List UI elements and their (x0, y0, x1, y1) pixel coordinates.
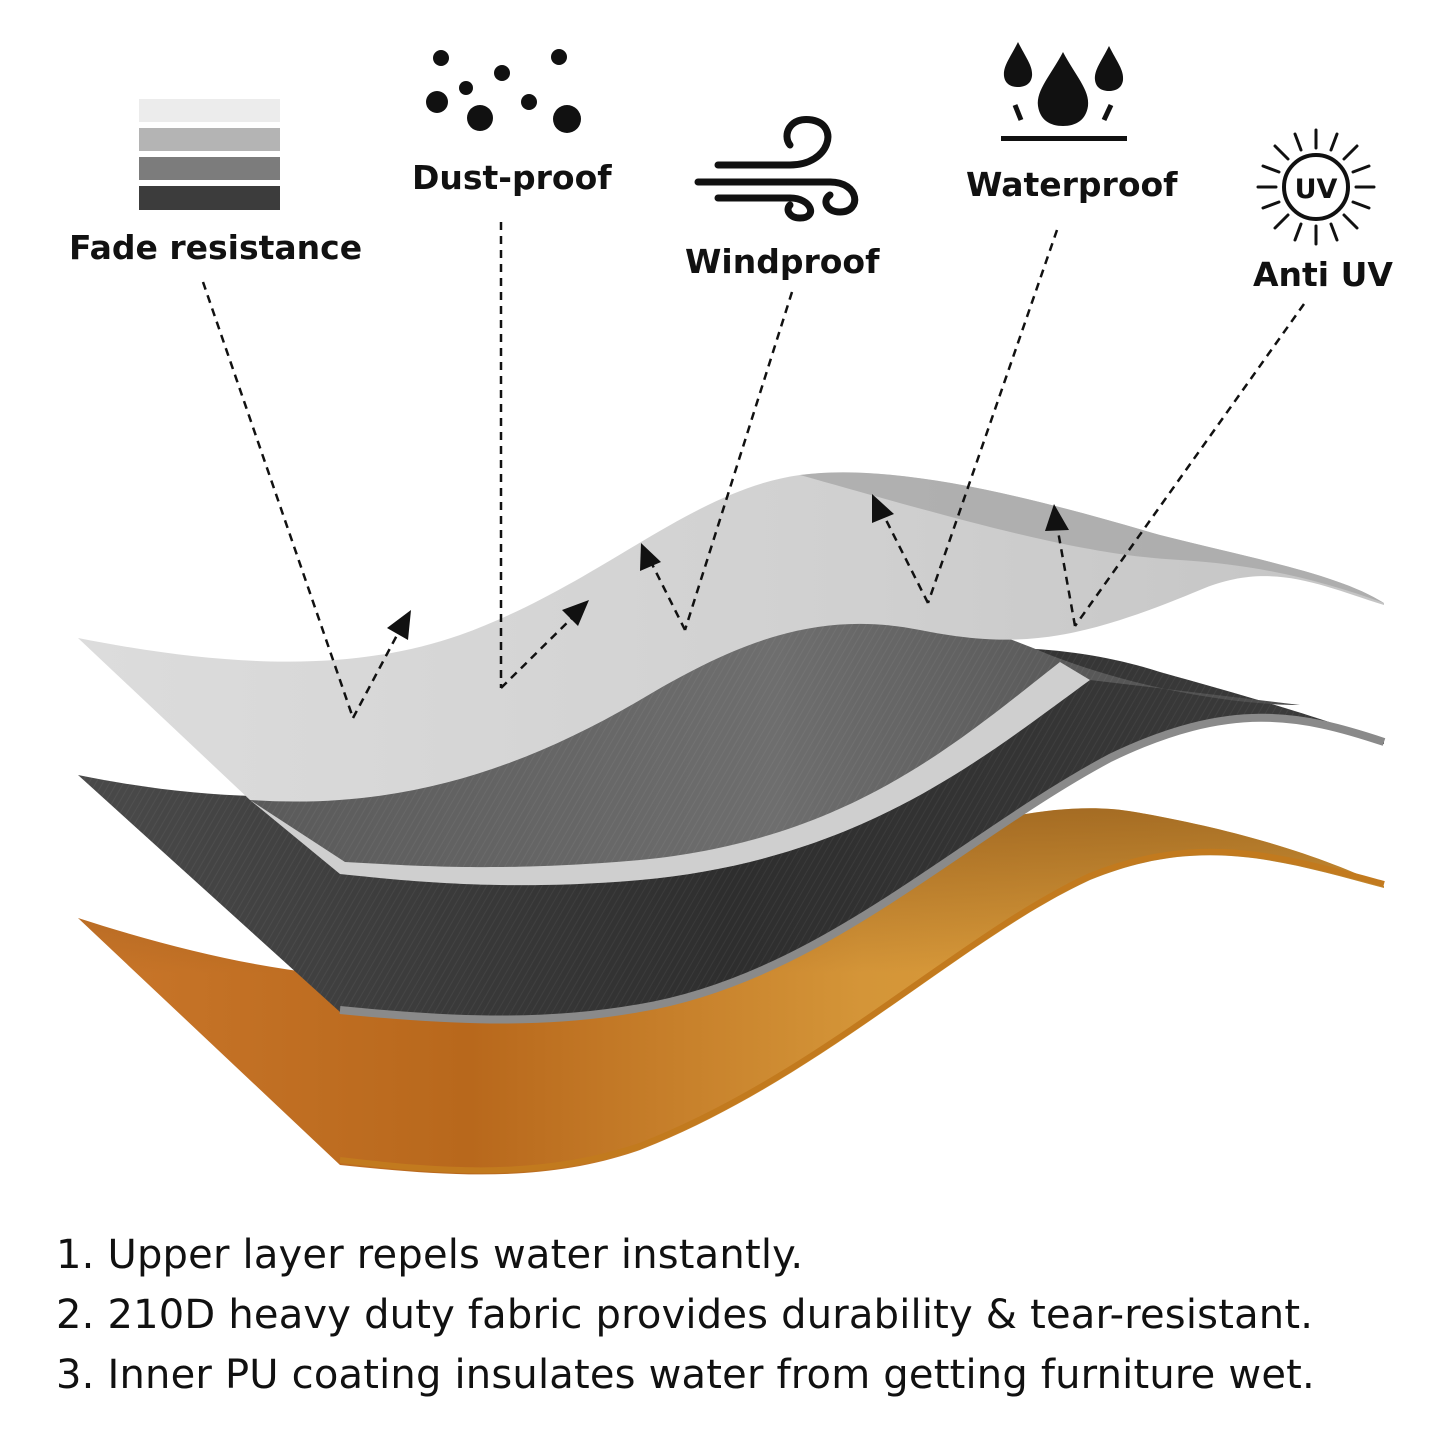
waterproof-label: Waterproof (966, 165, 1178, 204)
wind-icon (694, 116, 859, 222)
uv-arrowhead (1045, 504, 1069, 531)
pointer-lines (201, 222, 1306, 719)
dust-arrowhead (562, 600, 589, 626)
color-swatch-stack-icon (139, 99, 280, 210)
uv-reflect-arrow (1051, 515, 1077, 627)
water-arrowhead (872, 494, 894, 523)
description-line-1: 1. Upper layer repels water instantly. (56, 1232, 804, 1278)
water-drops-icon (1001, 42, 1127, 141)
pu-coating-layer (78, 808, 1385, 1175)
wind-arrowhead (640, 543, 661, 571)
water-reflect-arrow (877, 503, 930, 604)
fade-reflect-arrow (351, 617, 407, 719)
fade-resistance-label: Fade resistance (69, 228, 362, 267)
uv-pointer (1073, 303, 1306, 627)
upper-layer (78, 472, 1384, 886)
dust-particles-icon (426, 49, 581, 133)
fade-arrowhead (387, 610, 411, 640)
water-pointer (926, 229, 1059, 604)
arrowheads (387, 494, 1069, 640)
dust-reflect-arrow (500, 606, 584, 689)
wind-pointer (683, 291, 794, 631)
uv-badge-text: UV (1295, 174, 1338, 205)
anti-uv-label: Anti UV (1253, 255, 1393, 294)
description-line-3: 3. Inner PU coating insulates water from… (56, 1352, 1315, 1398)
windproof-label: Windproof (685, 242, 880, 281)
fade-pointer (201, 281, 355, 719)
description-line-2: 2. 210D heavy duty fabric provides durab… (56, 1292, 1314, 1338)
uv-sun-icon: UV (1256, 128, 1376, 246)
dust-proof-label: Dust-proof (412, 158, 612, 197)
